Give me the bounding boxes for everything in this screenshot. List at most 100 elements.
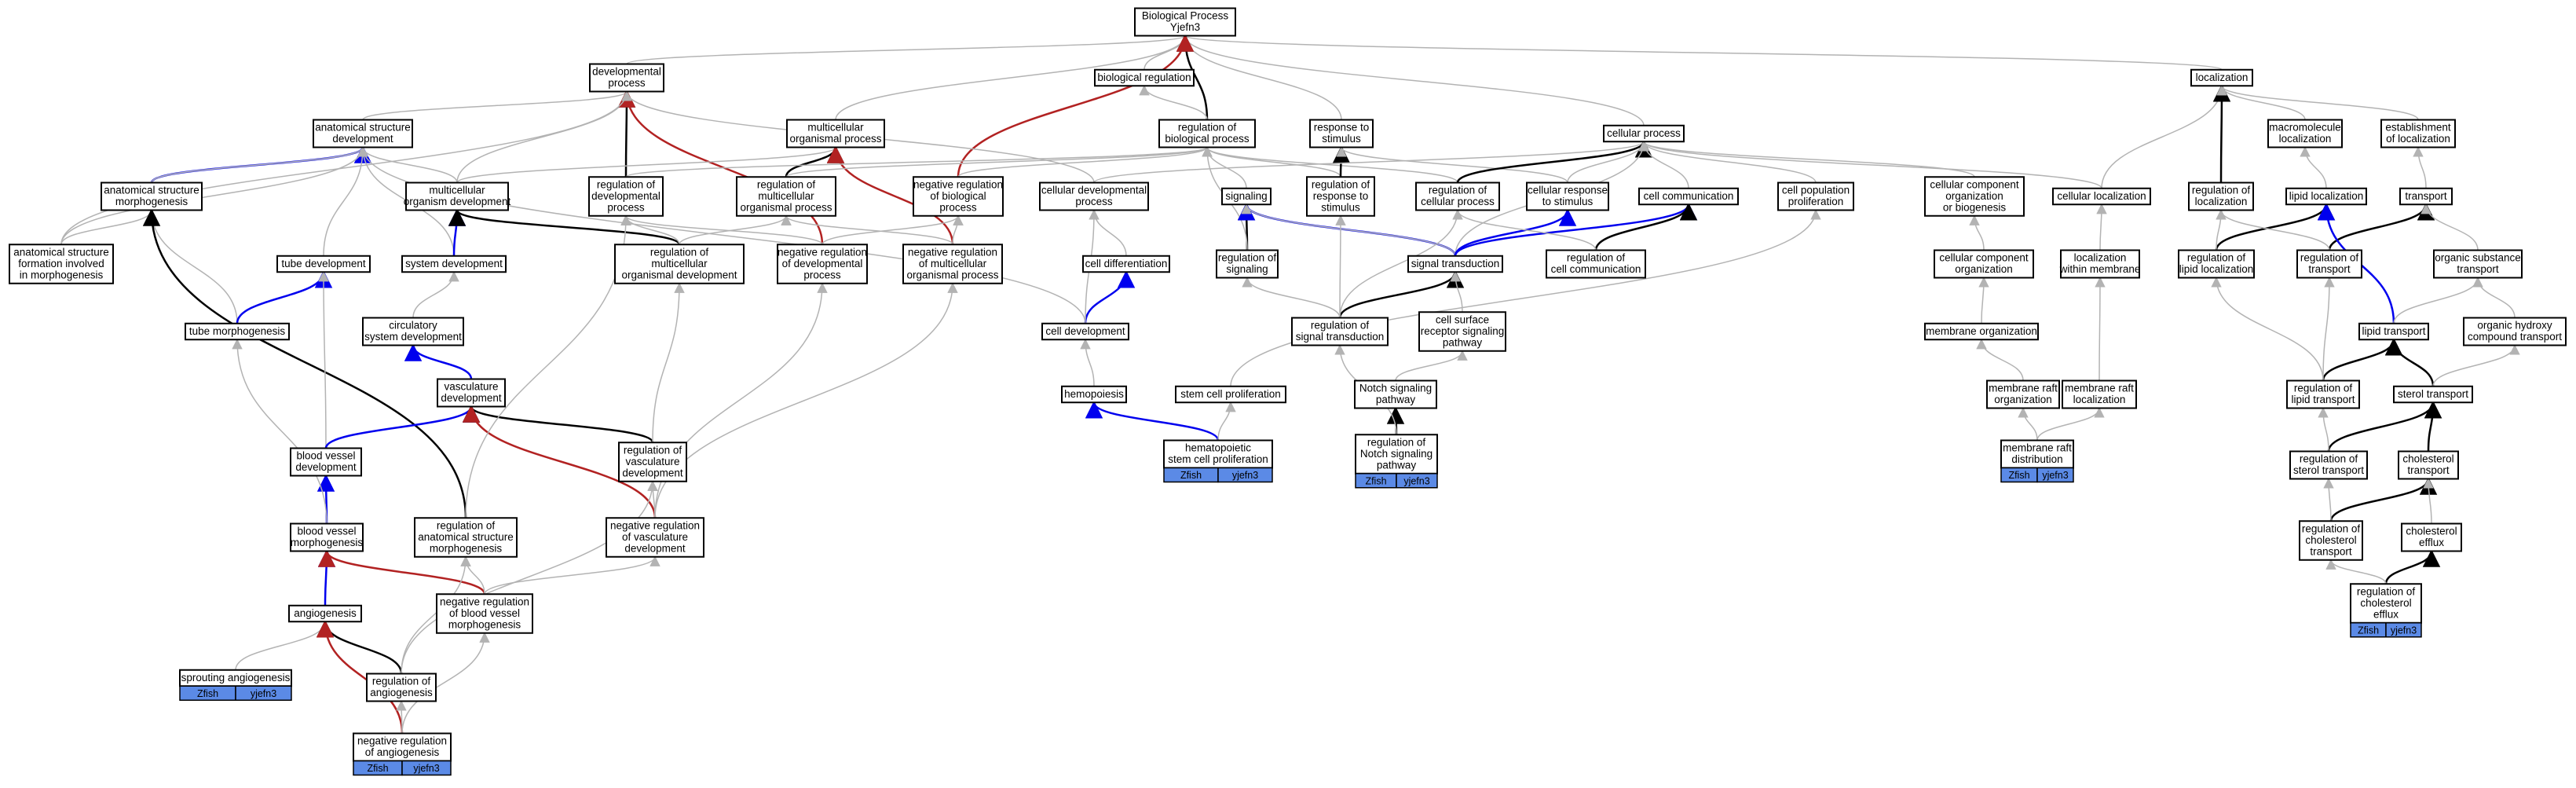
node-steroltrans[interactable]: sterol transport [2393,385,2473,404]
node-lipidtrans[interactable]: lipid transport [2358,322,2429,341]
node-lipidloc[interactable]: lipid localization [2285,187,2367,206]
annotation-right-cell[interactable] [2036,467,2074,483]
node-sigtrans[interactable]: signal transduction [1407,255,1503,273]
node-box-regcellproc [1415,181,1500,211]
node-tubedev[interactable]: tube development [276,255,371,273]
node-label-line: process [803,269,841,280]
node-box-regmod [614,244,745,284]
node-localization[interactable]: localization [2190,68,2253,87]
node-angio[interactable]: angiogenesis [288,604,362,623]
node-scp[interactable]: stem cell proliferation [1175,385,1286,404]
node-celldiff[interactable]: cell differentiation [1082,255,1170,273]
edge-tubemorph-part_of-tubedev [236,270,333,324]
node-celldev[interactable]: cell development [1041,322,1129,341]
node-hemopoiesis[interactable]: hemopoiesis [1061,385,1127,404]
node-label-line: vasculature [444,381,498,393]
node-box-mrl [2062,379,2137,409]
annotation-right-cell[interactable] [2385,622,2422,638]
edge-cellresp-is_a-resp [1336,146,1568,183]
node-cellcomm[interactable]: cell communication [1638,187,1739,206]
node-label-line: regulation of [650,246,709,258]
node-box-locmem [2060,249,2140,279]
annotation-right-cell[interactable] [1217,467,1273,483]
edge-negregdev-is_a-negregbp [821,214,964,245]
node-label-line: angiogenesis [294,607,357,619]
edge-mro-is_a-memorg [1976,338,2024,381]
node-biolreg[interactable]: biological regulation [1094,68,1195,87]
edge-cellpopprol-is_a-cellproc [1638,140,1817,183]
node-signaling[interactable]: signaling [1221,187,1272,206]
edge-regcholefflux-regulates-cholefflux [2384,549,2441,585]
node-sysdev[interactable]: system development [401,255,507,273]
annotation-right-cell[interactable] [1396,473,1438,489]
node-memorg[interactable]: membrane organization [1924,322,2039,341]
annotation-right-cell[interactable] [235,685,292,701]
node-tubemorph[interactable]: tube morphogenesis [185,322,290,341]
node-label-line: sterol transport [2398,388,2468,400]
node-transport[interactable]: transport [2399,187,2453,206]
node-cellloc[interactable]: cellular localization [2052,187,2151,206]
annotation-right-cell[interactable] [401,760,452,776]
node-cellproc[interactable]: cellular process [1603,124,1685,143]
node-label-line: organization [1945,190,2003,202]
node-box-regloc [2188,181,2254,211]
